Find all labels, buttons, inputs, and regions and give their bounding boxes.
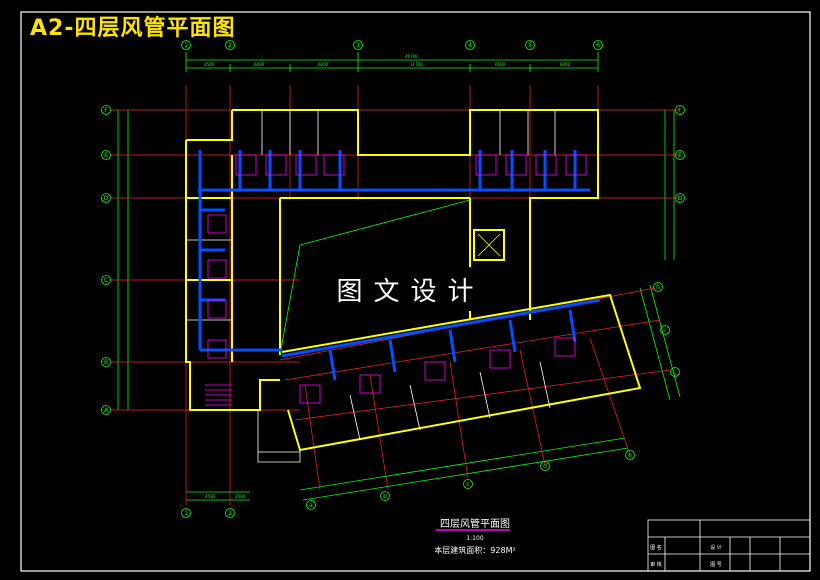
sheet-title: A2-四层风管平面图 (30, 16, 236, 41)
axis-bubbles-angled-bottom: a b c d e (306, 450, 635, 510)
axis-left-3-bubble (101, 275, 111, 285)
title-block-cell-2: 审 核 (650, 561, 662, 568)
stair-hatch (205, 384, 232, 406)
title-block (647, 519, 811, 572)
svg-text:6600: 6600 (495, 62, 506, 67)
watermark-label: 图文设计 (318, 267, 503, 311)
axis-left-1-bubble (101, 150, 111, 160)
axis-top-1-label: 2 (228, 42, 232, 49)
title-block-cell-1: 设 计 (710, 544, 722, 551)
duct-network (198, 150, 601, 381)
axis-bottom-0-bubble (181, 508, 191, 518)
axis-top-2-bubble (353, 40, 363, 50)
plan-scale: 1:100 (466, 535, 484, 542)
axis-left-5-label: A (104, 407, 109, 414)
axis-top-3-label: 4 (468, 42, 472, 49)
axis-top-1-bubble (225, 40, 235, 50)
axis-bottom-1-label: 2 (228, 510, 232, 517)
axis-top-2-label: 3 (356, 42, 360, 49)
axis-top-0-bubble (181, 40, 191, 50)
elevator-symbol (477, 233, 501, 257)
axis-angled-right-2-bubble (670, 367, 680, 377)
svg-text:4500: 4500 (205, 494, 216, 499)
axis-angled-bottom-0-bubble (306, 500, 316, 510)
axis-angled-right-0-bubble (653, 282, 663, 292)
partition-walls (186, 110, 556, 463)
floor-area-note: 本层建筑面积：928M² (434, 546, 516, 555)
axis-bottom-1-bubble (225, 508, 235, 518)
axis-top-3-bubble (465, 40, 475, 50)
axis-right-1-bubble (675, 150, 685, 160)
axis-angled-bottom-3-bubble (540, 461, 550, 471)
axis-bubbles-angled-right: h i j (653, 282, 680, 377)
svg-text:41700: 41700 (405, 54, 418, 59)
axis-bubbles-right: F E D (675, 105, 685, 203)
axis-left-4-label: B (104, 359, 108, 366)
svg-text:4500: 4500 (204, 62, 215, 67)
axis-angled-right-1-bubble (660, 325, 670, 335)
axis-right-0-bubble (675, 105, 685, 115)
axis-angled-bottom-0-label: a (309, 502, 313, 509)
axis-left-2-label: D (104, 195, 109, 202)
axis-angled-bottom-1-label: b (383, 493, 387, 500)
axis-bottom-0-label: 1 (184, 510, 188, 517)
svg-text:2400: 2400 (235, 494, 246, 499)
axis-top-4-bubble (525, 40, 535, 50)
dimension-values: 4500 6000 6600 41700 11700 6600 6000 4500 2400 (204, 54, 571, 499)
dimension-lines (117, 52, 681, 501)
axis-top-5-label: 6 (596, 42, 600, 49)
axis-angled-right-1-label: i (664, 327, 666, 334)
axis-right-2-label: D (678, 195, 683, 202)
axis-bubbles-left: F E D C B A (101, 105, 111, 415)
axis-right-2-bubble (675, 193, 685, 203)
title-block-cell-3: 图 号 (710, 562, 722, 568)
axis-angled-bottom-3-label: d (543, 463, 547, 470)
axis-top-0-label: 1 (184, 42, 188, 49)
svg-text:6600: 6600 (318, 62, 329, 67)
axis-left-5-bubble (101, 405, 111, 415)
axis-left-2-bubble (101, 193, 111, 203)
axis-left-0-label: F (104, 107, 108, 114)
plan-title: 四层风管平面图 (440, 519, 510, 530)
svg-text:11700: 11700 (410, 62, 423, 67)
axis-angled-bottom-4-bubble (625, 450, 635, 460)
axis-right-0-label: F (678, 107, 682, 114)
axis-left-4-bubble (101, 357, 111, 367)
axis-bubbles-top: 1 2 3 4 5 6 (181, 40, 603, 50)
axis-angled-bottom-2-bubble (463, 479, 473, 489)
axis-left-0-bubble (101, 105, 111, 115)
axis-left-3-label: C (104, 277, 108, 284)
svg-text:6000: 6000 (254, 62, 265, 67)
sheet-frame (20, 11, 811, 572)
title-block-cell-0: 图 名 (650, 544, 662, 551)
axis-top-4-label: 5 (528, 42, 532, 49)
axis-angled-bottom-2-label: c (466, 481, 469, 488)
title-block-cells: 图 名 设 计审 核 图 号 (650, 544, 722, 568)
svg-text:6000: 6000 (560, 62, 571, 67)
axis-angled-bottom-4-label: e (628, 452, 632, 459)
axis-right-1-label: E (678, 152, 682, 159)
axis-angled-right-0-label: h (656, 284, 660, 291)
axis-angled-right-2-label: j (673, 369, 676, 376)
axis-top-5-bubble (593, 40, 603, 50)
equipment-blocks (207, 154, 587, 404)
axis-angled-bottom-1-bubble (380, 491, 390, 501)
axis-left-1-label: E (104, 152, 108, 159)
